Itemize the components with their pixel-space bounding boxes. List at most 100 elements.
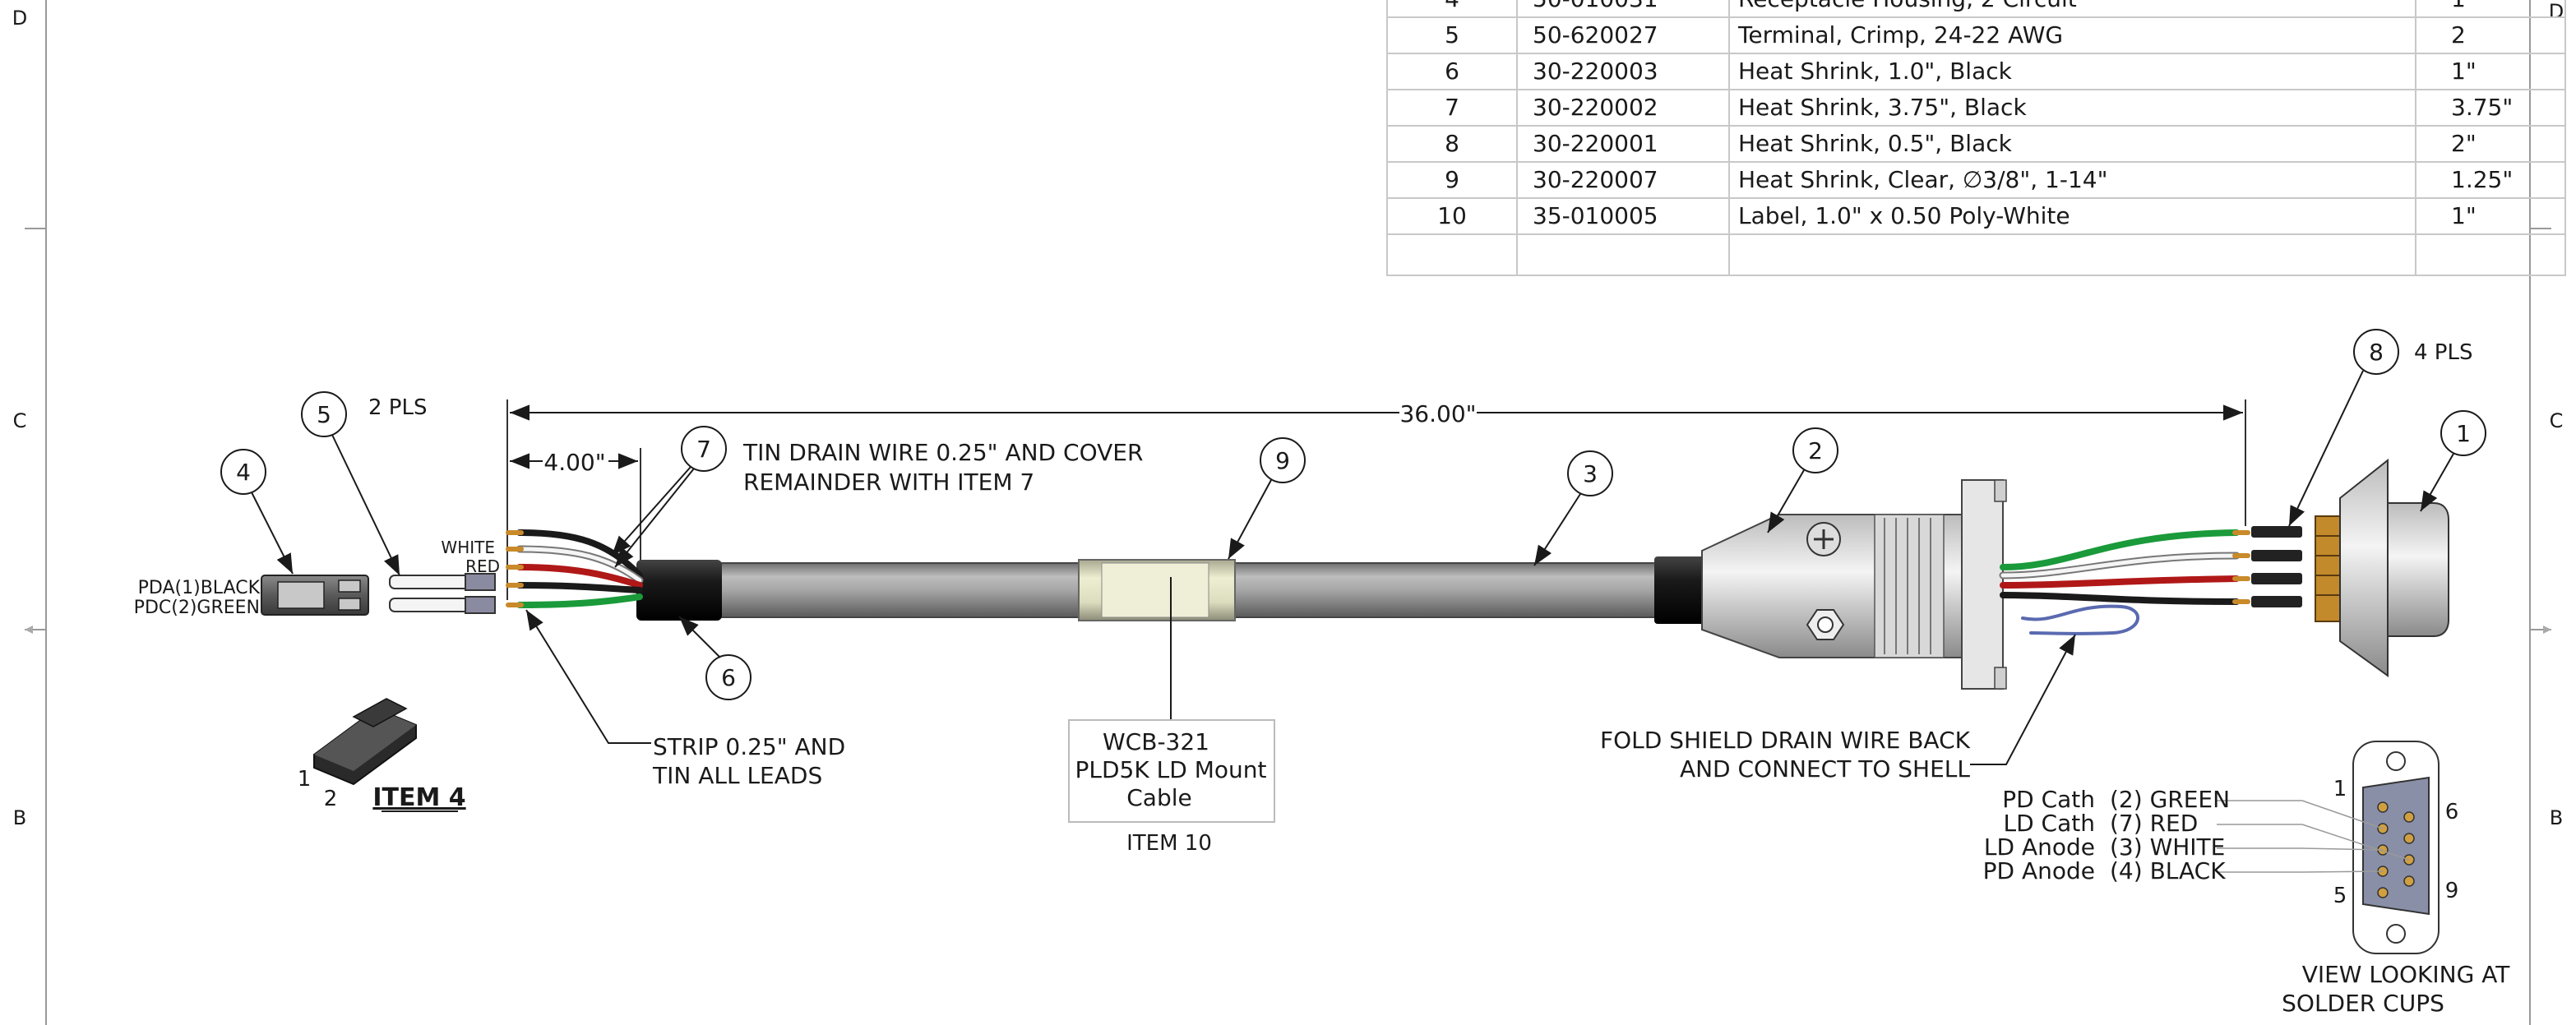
bom-item-cell: 8 bbox=[1386, 125, 1518, 163]
balloon-8: 8 bbox=[2353, 329, 2399, 375]
crimp-terminals bbox=[389, 573, 496, 614]
balloon-2: 2 bbox=[1792, 427, 1838, 473]
balloon-9: 9 bbox=[1260, 437, 1306, 483]
balloon-2-number: 2 bbox=[1808, 437, 1823, 464]
item-4-pin-2: 2 bbox=[324, 787, 338, 811]
bom-qty-cell: 1" bbox=[2415, 53, 2566, 90]
label-item-10: WCB-321 PLD5K LD Mount Cable ITEM 10 bbox=[1068, 719, 1275, 856]
balloon-5-number: 5 bbox=[317, 401, 331, 428]
bom-row: 5 50-620027 Terminal, Crimp, 24-22 AWG 2 bbox=[1386, 16, 2566, 54]
bom-part-cell bbox=[1516, 233, 1730, 276]
bom-desc-cell: Terminal, Crimp, 24-22 AWG bbox=[1728, 16, 2416, 54]
pin-1-label: 1 bbox=[2333, 777, 2347, 801]
label-line-2: PLD5K LD Mount bbox=[1075, 756, 1267, 783]
bom-row: 8 30-220001 Heat Shrink, 0.5", Black 2" bbox=[1386, 125, 2566, 163]
note-4-pls: 4 PLS bbox=[2414, 340, 2472, 365]
balloon-4-number: 4 bbox=[236, 459, 251, 486]
note-strip-line-2: TIN ALL LEADS bbox=[652, 762, 822, 789]
receptacle-housing bbox=[261, 575, 369, 616]
pinout-wire-4: (4) BLACK bbox=[2110, 857, 2226, 884]
bom-qty-cell bbox=[2415, 233, 2566, 276]
label-caption: ITEM 10 bbox=[1126, 831, 1212, 856]
heat-shrink-item-6 bbox=[636, 560, 722, 621]
wire-label-pdc: PDC(2)GREEN bbox=[134, 598, 260, 618]
clear-heat-shrink-label bbox=[1078, 559, 1236, 621]
bom-desc-cell: Heat Shrink, 3.75", Black bbox=[1728, 89, 2416, 127]
note-tin-drain-line-2: REMAINDER WITH ITEM 7 bbox=[743, 469, 1034, 496]
note-2-pls: 2 PLS bbox=[368, 395, 427, 420]
item-4-iso-view: 1 2 ITEM 4 bbox=[298, 698, 466, 812]
item-4-caption: ITEM 4 bbox=[372, 783, 465, 812]
pin-5-label: 5 bbox=[2333, 884, 2347, 908]
balloon-8-number: 8 bbox=[2369, 339, 2384, 366]
note-strip-line-1: STRIP 0.25" AND bbox=[653, 733, 845, 760]
bom-row: 10 35-010005 Label, 1.0" x 0.50 Poly-Whi… bbox=[1386, 197, 2566, 235]
item-4-pin-1: 1 bbox=[298, 767, 312, 792]
strip-length-dimension: 4.00" bbox=[510, 448, 641, 567]
zone-letter-d-left: D bbox=[12, 7, 27, 30]
balloon-1-number: 1 bbox=[2456, 420, 2471, 447]
dsub-connector-item-1 bbox=[2315, 458, 2449, 677]
bom-desc-cell bbox=[1728, 233, 2416, 276]
bom-qty-cell: 3.75" bbox=[2415, 89, 2566, 127]
bom-item-cell: 9 bbox=[1386, 161, 1518, 199]
bom-row: 6 30-220003 Heat Shrink, 1.0", Black 1" bbox=[1386, 53, 2566, 90]
bill-of-materials-table: 4 50-010031 Receptacle Housing, 2 Circui… bbox=[1386, 0, 2566, 276]
backshell-item-2 bbox=[1701, 479, 2007, 690]
bom-desc-cell: Heat Shrink, 0.5", Black bbox=[1728, 125, 2416, 163]
bom-part-cell: 30-220001 bbox=[1516, 125, 1730, 163]
overall-length-dimension: 36.00" bbox=[506, 399, 2246, 600]
bom-qty-cell: 1" bbox=[2415, 197, 2566, 235]
zone-letter-c-right: C bbox=[2550, 409, 2564, 432]
pinout-wire-2: (7) RED bbox=[2110, 810, 2198, 837]
leader-lines bbox=[251, 370, 2454, 765]
bom-part-cell: 30-220007 bbox=[1516, 161, 1730, 199]
wire-label-red: RED bbox=[465, 556, 500, 576]
bom-qty-cell: 2" bbox=[2415, 125, 2566, 163]
pinout-wire-1: (2) GREEN bbox=[2110, 786, 2230, 813]
pinout-signal-4: PD Anode bbox=[1983, 857, 2095, 884]
zone-letter-b-right: B bbox=[2550, 806, 2563, 829]
bom-desc-cell: Heat Shrink, 1.0", Black bbox=[1728, 53, 2416, 90]
balloon-7: 7 bbox=[681, 426, 727, 472]
heat-shrink-item-8 bbox=[2251, 526, 2302, 607]
left-wire-leads bbox=[506, 529, 644, 608]
drawing-notes: 2 PLS 4 PLS TIN DRAIN WIRE 0.25" AND COV… bbox=[134, 340, 2473, 789]
bom-qty-cell: 1 bbox=[2415, 0, 2566, 18]
bom-row: 4 50-010031 Receptacle Housing, 2 Circui… bbox=[1386, 0, 2566, 18]
label-line-1: WCB-321 bbox=[1103, 728, 1209, 755]
wire-label-pda: PDA(1)BLACK bbox=[138, 578, 261, 598]
bom-item-cell: 5 bbox=[1386, 16, 1518, 54]
zone-letter-c-left: C bbox=[13, 409, 27, 432]
bom-desc-cell: Label, 1.0" x 0.50 Poly-White bbox=[1728, 197, 2416, 235]
balloon-3-number: 3 bbox=[1583, 460, 1598, 487]
wire-label-white: WHITE bbox=[441, 538, 495, 557]
balloon-5: 5 bbox=[301, 391, 347, 437]
balloon-1: 1 bbox=[2440, 410, 2486, 456]
pinout-signal-1: PD Cath bbox=[2002, 786, 2095, 813]
pinout-caption-line-2: SOLDER CUPS bbox=[2282, 990, 2444, 1017]
strip-length-value: 4.00" bbox=[543, 449, 605, 476]
bom-item-cell bbox=[1386, 233, 1518, 276]
bom-qty-cell: 1.25" bbox=[2415, 161, 2566, 199]
pinout-signal-2: LD Cath bbox=[2004, 810, 2096, 837]
backshell-boot bbox=[1654, 556, 1705, 624]
pin-6-label: 6 bbox=[2445, 800, 2459, 824]
bom-item-cell: 6 bbox=[1386, 53, 1518, 90]
bom-desc-cell: Receptacle Housing, 2 Circuit bbox=[1728, 0, 2416, 18]
bom-part-cell: 30-220002 bbox=[1516, 89, 1730, 127]
bom-item-cell: 7 bbox=[1386, 89, 1518, 127]
overall-length-value: 36.00" bbox=[1399, 400, 1476, 427]
note-fold-line-2: AND CONNECT TO SHELL bbox=[1680, 755, 1970, 783]
bom-row: 9 30-220007 Heat Shrink, Clear, ∅3/8", 1… bbox=[1386, 161, 2566, 199]
balloon-3: 3 bbox=[1567, 450, 1613, 496]
bom-row-blank bbox=[1386, 233, 2566, 276]
pinout-wire-3: (3) WHITE bbox=[2110, 833, 2225, 861]
bom-part-cell: 35-010005 bbox=[1516, 197, 1730, 235]
bom-part-cell: 50-620027 bbox=[1516, 16, 1730, 54]
bom-desc-cell: Heat Shrink, Clear, ∅3/8", 1-14" bbox=[1728, 161, 2416, 199]
label-line-3: Cable bbox=[1126, 784, 1192, 811]
dsub-pinout-view: 1 5 6 9 PD Cath (2) GREEN LD Cath (7) RE… bbox=[1983, 741, 2510, 1017]
note-fold-line-1: FOLD SHIELD DRAIN WIRE BACK bbox=[1600, 727, 1971, 754]
